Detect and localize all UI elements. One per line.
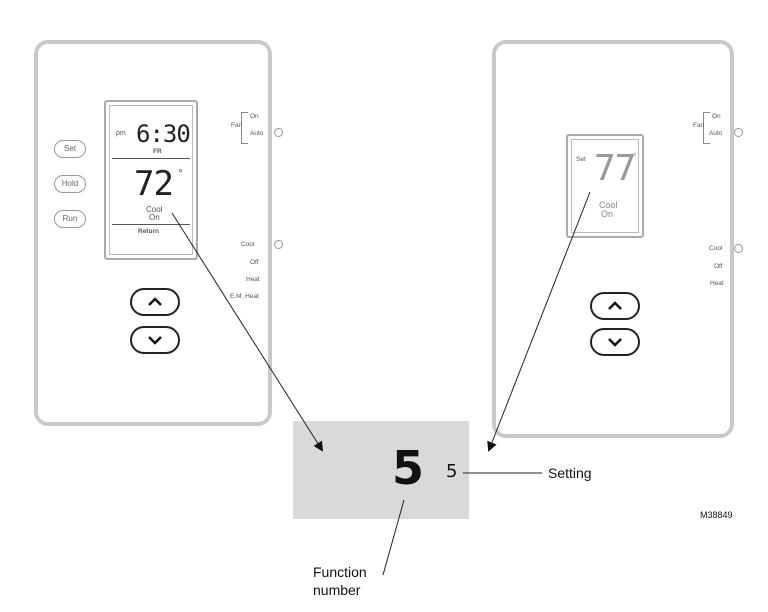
fan-option-on[interactable]: On [250,113,259,120]
fan-bracket [703,112,710,144]
set-button[interactable]: Set [54,140,86,158]
chevron-down-icon [148,336,162,345]
right-down-button[interactable] [590,328,640,356]
run-button[interactable]: Run [54,210,86,228]
fan-label: Fan [693,122,705,129]
system-option-cool[interactable]: Cool [241,241,255,248]
system-option-cool[interactable]: Cool [709,245,723,252]
system-option-off[interactable]: Off [250,259,259,266]
left-up-button[interactable] [130,288,180,316]
system-option-heat[interactable]: Heat [246,276,260,283]
lcd-divider [112,158,190,159]
fan-option-auto[interactable]: Auto [709,130,723,137]
figure-code: M38849 [700,510,733,520]
function-label-line1: Function [313,564,367,580]
function-number-label: Function number [313,563,393,599]
degree-symbol: ° [178,166,183,180]
fan-label: Fan [231,122,243,129]
time-display: 6:30 [136,120,191,148]
right-thermostat: Set 77 ° Cool On Fan On Auto Cool Off He… [492,40,743,438]
system-option-heat[interactable]: Heat [710,280,724,287]
function-display-panel [293,421,469,519]
right-callout-arrow [487,191,591,452]
chevron-up-icon [148,297,162,306]
lcd-divider [112,224,190,225]
temperature-display: 72 [134,164,174,204]
function-number-digit: 5 [392,441,425,495]
set-indicator: Set [576,156,586,163]
left-down-button[interactable] [130,326,180,354]
mode-state-label: On [601,209,614,219]
chevron-up-icon [608,301,622,310]
hold-button[interactable]: Hold [54,175,86,193]
mode-label: Cool [599,200,618,210]
left-callout-arrow [171,212,324,452]
chevron-down-icon [608,338,622,347]
function-label-line2: number [313,582,361,598]
return-label: Return [138,228,159,235]
setting-label: Setting [548,465,592,481]
day-display: FR [153,148,162,155]
degree-symbol: ° [632,150,637,164]
system-switch-handle[interactable] [734,244,743,253]
fan-bracket [241,112,248,144]
fan-switch-handle[interactable] [734,128,743,137]
right-up-button[interactable] [590,292,640,320]
mode-label: Cool [146,205,163,214]
left-lcd-screen: pm 6:30 FR 72 ° Cool On Return [104,100,198,260]
setting-digit: 5 [446,461,458,482]
setpoint-display: 77 [594,148,636,189]
fan-option-on[interactable]: On [712,113,721,120]
system-option-off[interactable]: Off [714,263,723,270]
fan-switch-handle[interactable] [274,128,283,137]
mode-state-label: On [149,213,160,222]
function-leader-line [382,499,405,576]
fan-option-auto[interactable]: Auto [250,130,264,137]
system-option-em-heat[interactable]: E.M. Heat [230,293,259,300]
system-switch-handle[interactable] [274,240,283,249]
left-thermostat: Set Hold Run pm 6:30 FR 72 ° Cool On Ret… [34,40,283,426]
ampm-indicator: pm [116,130,126,137]
